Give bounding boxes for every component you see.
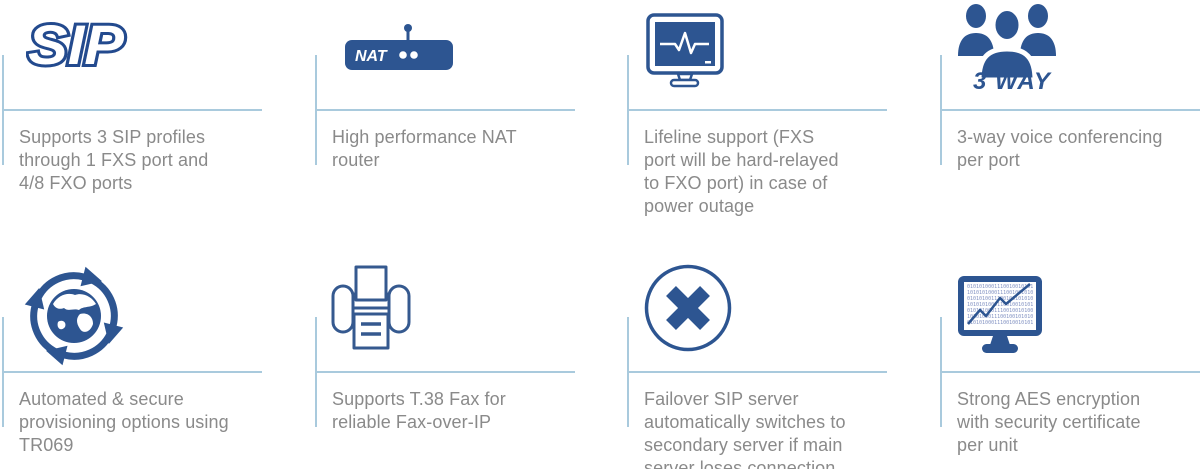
feature-description: High performance NAT router xyxy=(332,127,517,170)
three-way-label: 3 WAY xyxy=(973,68,1051,95)
binary-row: 0101010001110010010101 xyxy=(967,320,1033,326)
horizontal-rule xyxy=(627,371,887,373)
feature-encryption: 0101010001110010010101 10101010001110010… xyxy=(940,262,1200,469)
sip-logo-text: SIP xyxy=(28,16,125,76)
fax-printer-icon xyxy=(330,264,412,352)
globe-sync-icon xyxy=(24,264,126,368)
feature-failover: Failover SIP server automatically switch… xyxy=(627,262,927,469)
feature-description: Strong AES encryption with security cert… xyxy=(957,389,1141,455)
sip-logo-text-outline: SIP xyxy=(28,16,125,76)
feature-description: Automated & secure provisioning options … xyxy=(19,389,229,455)
horizontal-rule xyxy=(315,109,575,111)
encrypted-screen-icon: 0101010001110010010101 10101010001110010… xyxy=(958,276,1042,356)
sip-logo: SIP SIP xyxy=(26,16,146,76)
binary-row: 1010101000111001001010 xyxy=(967,290,1033,296)
feature-provisioning: Automated & secure provisioning options … xyxy=(2,262,302,469)
horizontal-rule xyxy=(627,109,887,111)
feature-sip-profiles: SIP SIP Supports 3 SIP profiles through … xyxy=(2,0,302,220)
binary-row: 0101010001110010010101 xyxy=(967,284,1033,290)
feature-description: Lifeline support (FXS port will be hard-… xyxy=(644,127,839,216)
feature-description: Failover SIP server automatically switch… xyxy=(644,389,846,469)
feature-description: 3-way voice conferencing per port xyxy=(957,127,1163,170)
feature-description: Supports T.38 Fax for reliable Fax-over-… xyxy=(332,389,506,432)
conference-group-icon xyxy=(957,2,1057,82)
nat-router-icon: NAT xyxy=(345,23,457,71)
horizontal-rule xyxy=(940,371,1200,373)
feature-three-way: 3 WAY 3-way voice conferencing per port xyxy=(940,0,1200,220)
binary-row: 0101010001110010010100 xyxy=(967,308,1033,314)
heartbeat-monitor-icon xyxy=(646,13,726,91)
binary-row: 1010100011100100101010 xyxy=(967,314,1033,320)
failover-x-circle-icon xyxy=(643,263,733,353)
horizontal-rule xyxy=(940,109,1200,111)
nat-label: NAT xyxy=(355,48,388,65)
horizontal-rule xyxy=(2,109,262,111)
feature-description: Supports 3 SIP profiles through 1 FXS po… xyxy=(19,127,209,193)
horizontal-rule xyxy=(2,371,262,373)
feature-nat-router: NAT High performance NAT router xyxy=(315,0,615,220)
horizontal-rule xyxy=(315,371,575,373)
binary-row: 1010101000110010010101 xyxy=(967,302,1033,308)
feature-lifeline-support: Lifeline support (FXS port will be hard-… xyxy=(627,0,927,220)
feature-t38-fax: Supports T.38 Fax for reliable Fax-over-… xyxy=(315,262,615,469)
